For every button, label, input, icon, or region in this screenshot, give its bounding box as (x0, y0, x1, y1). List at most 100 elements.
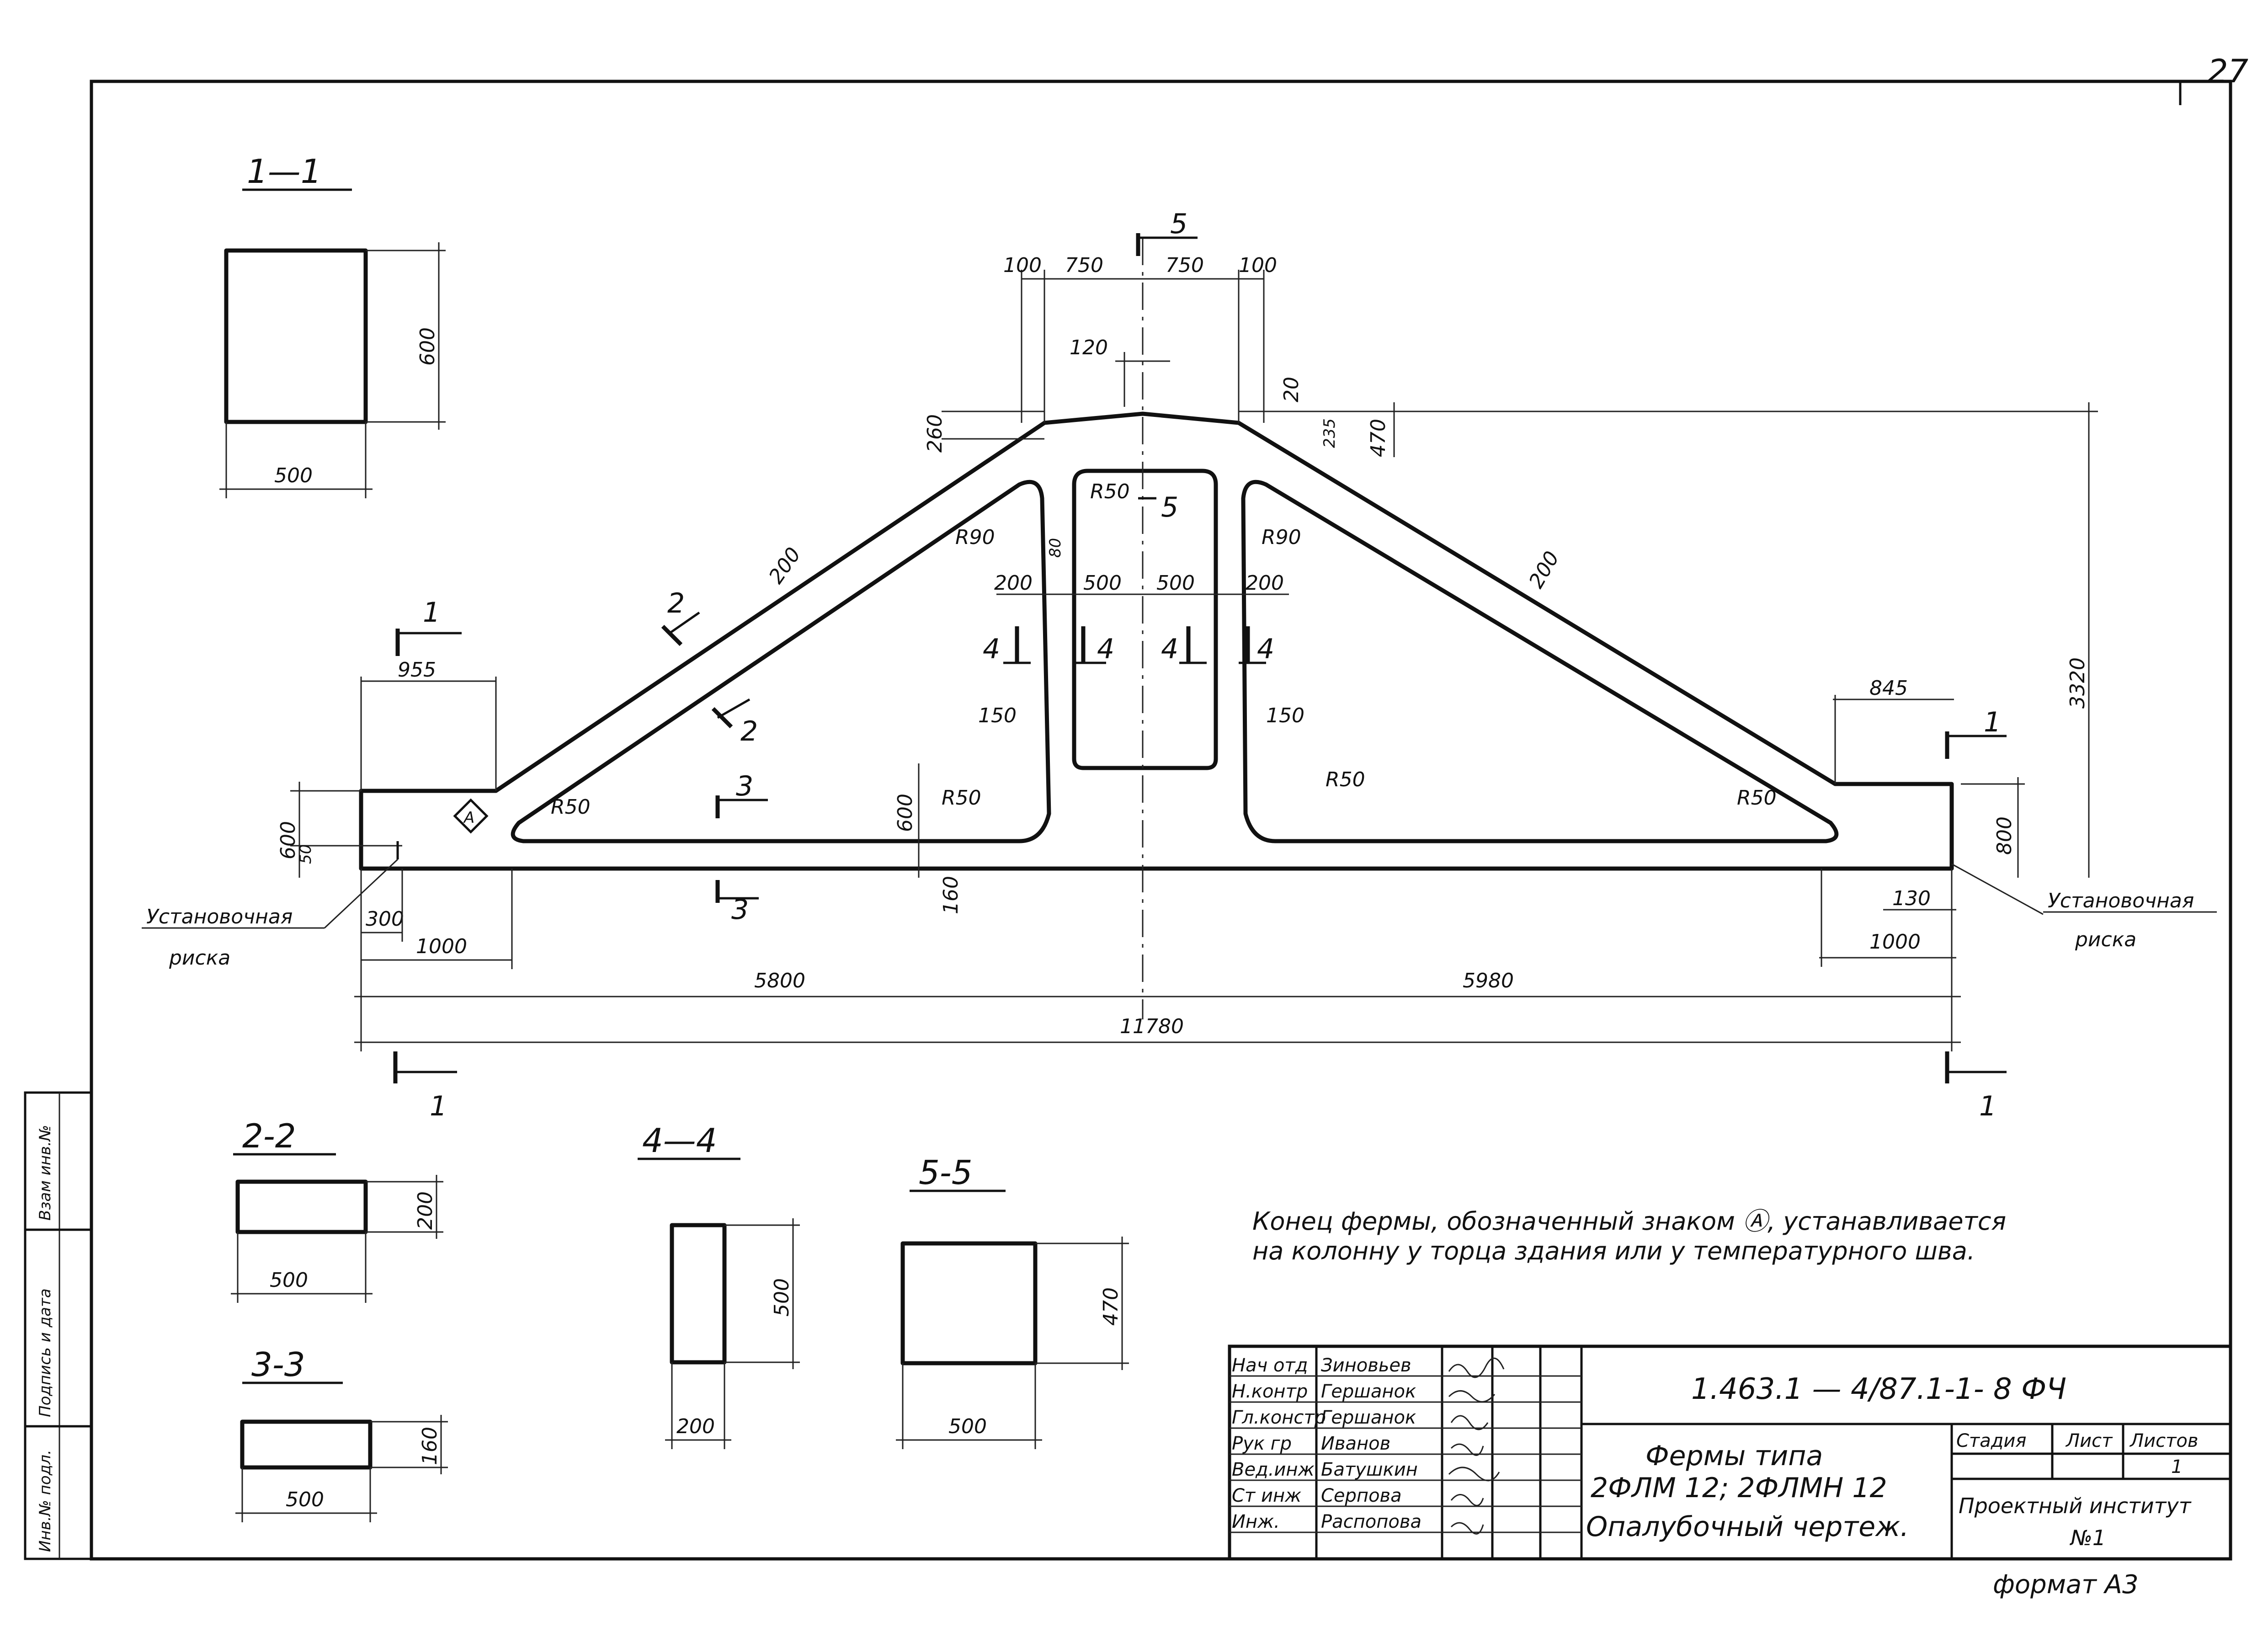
cut5-top: 5 (1170, 208, 1187, 240)
stamp-replace: Взам инв.№ (36, 1125, 54, 1221)
cut4-a: 4 (983, 633, 1000, 665)
r90-left: R90 (955, 526, 995, 549)
dim-50: 50 (297, 844, 315, 864)
dim-20: 20 (1280, 377, 1303, 402)
role-6: Инж. (1232, 1511, 1280, 1532)
dim-750-right: 750 (1166, 254, 1204, 277)
top-dimensions: 100 750 750 100 120 20 235 470 260 3320 (923, 254, 2098, 878)
section-1-1-title: 1—1 (247, 152, 322, 191)
section-3-3: 3-3 160 500 (235, 1345, 448, 1522)
r50-right-node: R50 (1737, 786, 1777, 810)
name-0: Зиновьев (1321, 1355, 1411, 1376)
section-1-1-h: 600 (416, 327, 439, 366)
end-dimensions: 955 845 600 50 600 160 800 130 300 1000 … (277, 658, 2025, 969)
r50-left-node: R50 (551, 795, 591, 819)
dim-470: 470 (1367, 419, 1390, 457)
stamp-inv: Инв.№ подл. (36, 1450, 54, 1552)
dim-3320: 3320 (2066, 657, 2089, 709)
role-2: Гл.констр (1232, 1407, 1326, 1428)
dim-11780: 11780 (1120, 1015, 1184, 1038)
dim-5800: 5800 (754, 969, 805, 992)
section-4-4-w: 200 (676, 1415, 715, 1438)
title-line-2: 2ФЛМ 12; 2ФЛМН 12 (1591, 1472, 1887, 1504)
dim-200-chord-left: 200 (764, 543, 805, 588)
note-line-1: Конец фермы, обозначенный знаком Ⓐ, уста… (1252, 1207, 2006, 1236)
section-4-4-title: 4—4 (642, 1121, 717, 1160)
cut1-top-left: 1 (423, 597, 440, 629)
cut2-bottom: 2 (740, 715, 758, 747)
signatures (1448, 1357, 1505, 1535)
cut-markers: 1 1 1 1 2 2 3 3 4 4 4 4 (393, 208, 2007, 1122)
dim-100-left: 100 (1003, 254, 1042, 277)
org-line-2: №1 (2069, 1525, 2106, 1550)
note: Конец фермы, обозначенный знаком Ⓐ, уста… (1252, 1207, 2006, 1265)
marker-a-label: A (463, 809, 474, 827)
dim-750-left: 750 (1065, 254, 1103, 277)
title-line-3: Опалубочный чертеж. (1586, 1511, 1909, 1543)
cut1-bottom-left: 1 (430, 1090, 447, 1122)
dim-235: 235 (1320, 418, 1339, 448)
name-6: Распопова (1321, 1511, 1421, 1532)
dim-500-right: 500 (1156, 571, 1195, 595)
dim-300: 300 (366, 907, 404, 931)
section-3-3-h: 160 (418, 1427, 442, 1465)
mark-right-label: Установочная (2048, 889, 2194, 912)
cut2-top: 2 (667, 587, 685, 619)
r50-right-bottom: R50 (1326, 768, 1365, 791)
section-5-5-shape (900, 1241, 1038, 1365)
dim-845: 845 (1869, 677, 1908, 700)
cut4-c: 4 (1161, 633, 1178, 665)
marker-a: A (453, 798, 489, 834)
side-stamp: Инв.№ подл. Подпись и дата Взам инв.№ (24, 1091, 93, 1560)
role-0: Нач отд (1232, 1355, 1308, 1376)
doc-code: 1.463.1 — 4/87.1-1- 8 ФЧ (1691, 1372, 2066, 1406)
dim-1000-right: 1000 (1869, 930, 1921, 954)
dim-600-end: 600 (277, 821, 300, 859)
truss-center-opening (1072, 469, 1218, 770)
name-5: Серпова (1321, 1485, 1402, 1506)
cut3-top: 3 (736, 770, 753, 802)
section-5-5-w: 500 (948, 1415, 987, 1438)
dim-800: 800 (1993, 816, 2016, 855)
section-2-2-shape (235, 1179, 368, 1234)
section-3-3-shape (240, 1419, 373, 1470)
section-5-5-title: 5-5 (919, 1153, 973, 1192)
dim-150-right: 150 (1266, 704, 1304, 727)
dim-80: 80 (1046, 538, 1065, 558)
title-line-1: Фермы типа (1645, 1440, 1823, 1472)
sheet-label: Лист (2065, 1430, 2113, 1451)
section-4-4-shape (670, 1223, 727, 1365)
dim-1000-left: 1000 (416, 935, 467, 958)
org-line-1: Проектный институт (1959, 1493, 2192, 1518)
role-5: Ст инж (1232, 1485, 1301, 1506)
cut4-b: 4 (1097, 633, 1114, 665)
dim-260: 260 (923, 414, 947, 453)
role-1: Н.контр (1232, 1381, 1308, 1402)
dim-5980: 5980 (1463, 969, 1514, 992)
cut1-top-right: 1 (1984, 706, 2001, 738)
dim-955: 955 (398, 658, 436, 682)
section-3-3-w: 500 (286, 1488, 324, 1511)
section-2-2-h: 200 (414, 1191, 437, 1230)
dim-130: 130 (1892, 887, 1931, 910)
dim-100-right: 100 (1239, 254, 1277, 277)
section-4-4-h: 500 (770, 1278, 793, 1317)
truss-outline (359, 411, 1954, 871)
name-2: Гершанок (1321, 1407, 1416, 1428)
dim-160: 160 (939, 876, 963, 914)
sheet-frame (90, 80, 2232, 1561)
section-5-5: 5-5 470 500 (896, 1153, 1129, 1449)
section-3-3-title: 3-3 (251, 1345, 305, 1384)
truss-elevation (359, 238, 1954, 1019)
dim-150-left: 150 (978, 704, 1017, 727)
sheets-value: 1 (2171, 1456, 2183, 1477)
r90-right: R90 (1262, 526, 1301, 549)
section-1-1: 1—1 600 500 (219, 152, 446, 498)
mark-left-label: Установочная (146, 905, 293, 928)
sheets-label: Листов (2129, 1430, 2198, 1451)
dim-200-web-left: 200 (994, 571, 1033, 595)
dim-600-node: 600 (894, 794, 917, 832)
installation-marks: Установочная риска Установочная риска (142, 841, 2217, 970)
role-4: Вед.инж (1232, 1459, 1315, 1480)
